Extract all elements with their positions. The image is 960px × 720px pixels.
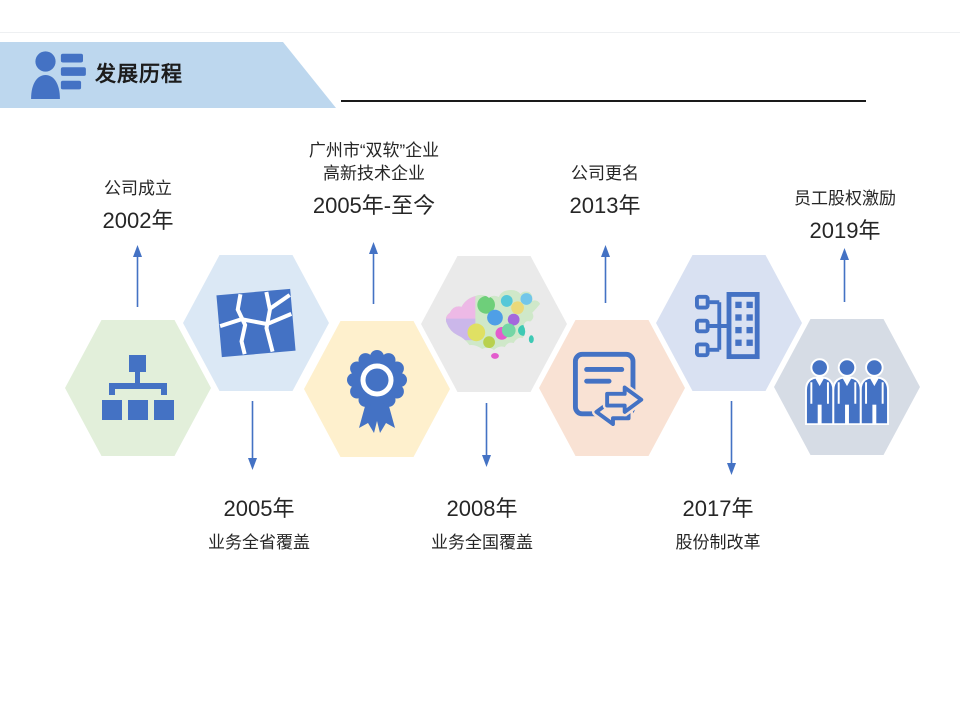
milestone-label: 员工股权激励	[794, 189, 896, 208]
hexagon-2005-now	[304, 321, 450, 457]
milestone-label: 公司更名	[570, 164, 639, 183]
top-hairline	[0, 32, 960, 33]
callout-2002: 公司成立 2002年	[103, 177, 174, 234]
down-arrow-2017	[727, 401, 736, 475]
team-icon	[805, 358, 889, 425]
milestone-year: 2002年	[102, 208, 174, 233]
page-title: 发展历程	[95, 63, 183, 86]
milestone-label: 广州市“双软”企业	[308, 141, 440, 160]
down-arrow-2005	[248, 401, 257, 470]
up-arrow-2002	[133, 245, 142, 307]
milestone-year: 2008年	[446, 496, 518, 521]
up-arrow-2013	[601, 245, 610, 303]
document-exchange-icon	[572, 351, 646, 426]
up-arrow-2019	[840, 248, 849, 302]
milestone-label: 业务全国覆盖	[431, 533, 533, 552]
hexagon-2013	[539, 320, 685, 456]
callout-2005-now: 广州市“双软”企业 高新技术企业 2005年-至今	[309, 139, 439, 219]
milestone-year: 2005年	[223, 496, 295, 521]
callout-2013: 公司更名 2013年	[570, 162, 641, 219]
milestone-year: 2005年-至今	[312, 193, 436, 218]
milestone-year: 2013年	[569, 193, 641, 218]
milestone-label: 股份制改革	[675, 533, 761, 552]
org-chart-icon	[102, 355, 174, 420]
map-icon	[216, 288, 296, 358]
hexagon-2008	[421, 256, 567, 392]
building-network-icon	[695, 291, 760, 360]
china-map	[445, 289, 541, 359]
award-medal-icon	[347, 350, 407, 433]
down-arrow-2008	[482, 403, 491, 467]
milestone-label: 公司成立	[103, 179, 172, 198]
callout-2005: 2005年 业务全省覆盖	[208, 495, 310, 554]
hexagon-2002	[65, 320, 211, 456]
person-list-icon	[31, 51, 86, 99]
header-underline	[341, 100, 866, 102]
header-banner: 发展历程	[0, 42, 336, 108]
hexagon-2019	[774, 319, 920, 455]
up-arrow-2005-now	[369, 242, 378, 304]
milestone-year: 2019年	[809, 218, 881, 243]
callout-2008: 2008年 业务全国覆盖	[431, 495, 533, 554]
milestone-year: 2017年	[682, 496, 754, 521]
milestone-label: 高新技术企业	[322, 164, 425, 183]
milestone-label: 业务全省覆盖	[208, 533, 310, 552]
callout-2017: 2017年 股份制改革	[676, 495, 761, 554]
callout-2019: 员工股权激励 2019年	[794, 187, 896, 244]
hexagon-2005	[183, 255, 329, 391]
hexagon-2017	[656, 255, 802, 391]
